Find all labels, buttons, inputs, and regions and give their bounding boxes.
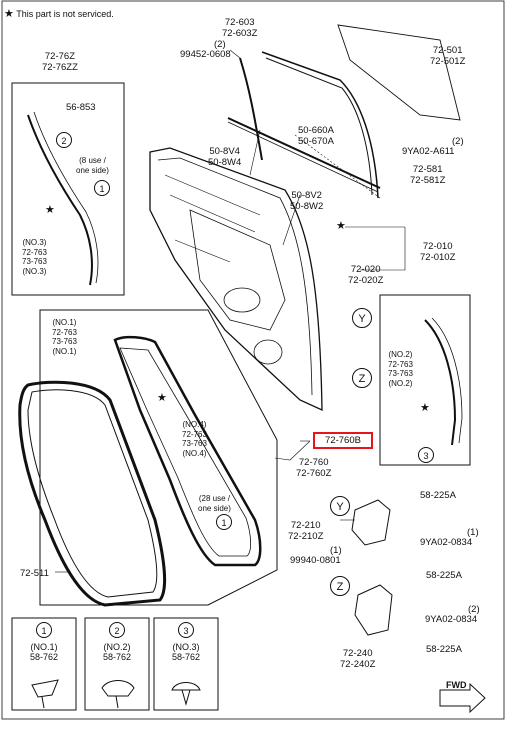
circle-ref-y-door: Y [352, 308, 372, 328]
star-icon: ★ [157, 392, 167, 404]
highlighted-part-callout[interactable]: 72-760B [313, 432, 373, 449]
label-28-use: (28 use /one side) [198, 494, 231, 513]
star-icon: ★ [4, 8, 14, 20]
label-99452-0608: 99452-0608 [180, 49, 231, 60]
circle-ref-1-left: 1 [94, 180, 110, 196]
star-icon: ★ [336, 220, 346, 232]
glass-run-channel-a [239, 57, 263, 161]
note-text: This part is not serviced. [16, 9, 114, 19]
legend-box-2 [84, 617, 150, 711]
label-56-853: 56-853 [66, 102, 96, 113]
circle-ref-1-mid: 1 [216, 514, 232, 530]
label-72-511: 72-511 [20, 568, 49, 579]
label-58-225a-3: 58-225A [426, 644, 462, 655]
label-9ya02-0834-a: 9YA02-0834 [420, 537, 473, 548]
right-sub-box [379, 294, 471, 466]
star-icon: ★ [45, 204, 55, 216]
qty-1-a: (1) [467, 527, 479, 538]
label-58-225a-2: 58-225A [426, 570, 462, 581]
legend-box-1 [11, 617, 77, 711]
weatherstrip-72-511 [18, 380, 167, 607]
belt-molding [227, 117, 381, 189]
left-seal-strip [27, 114, 93, 286]
label-8-use: (8 use /one side) [76, 156, 109, 175]
label-99940-0801: 99940-0801 [290, 555, 341, 566]
qty-2-b: (2) [452, 136, 464, 147]
qty-1-b: (1) [330, 545, 342, 556]
circle-ref-z-hinge: Z [330, 576, 350, 596]
legend-num-1: 1 [36, 622, 52, 638]
circle-ref-y-hinge: Y [330, 496, 350, 516]
fwd-label: FWD [446, 680, 467, 690]
legend-2-text: (NO.2)58-762 [102, 642, 132, 662]
circle-ref-z-door: Z [352, 368, 372, 388]
legend-num-3: 3 [178, 622, 194, 638]
circle-ref-2: 2 [56, 132, 72, 148]
glass-run-channel-c [265, 57, 373, 196]
qty-2-a: (2) [214, 39, 226, 50]
middle-sub-box [39, 309, 278, 606]
fwd-arrow-icon [439, 682, 486, 714]
qty-2-c: (2) [468, 604, 480, 615]
outer-frame [1, 0, 505, 720]
legend-box-3 [153, 617, 219, 711]
glass-run-channel-b [261, 51, 379, 199]
circle-ref-3: 3 [418, 447, 434, 463]
legend-3-text: (NO.3)58-762 [171, 642, 201, 662]
clip-icon-1 [31, 679, 59, 709]
not-serviced-note: ★ This part is not serviced. [4, 7, 114, 20]
upper-hinge [351, 499, 391, 546]
clip-icon-3 [171, 682, 201, 706]
label-58-225a-1: 58-225A [420, 490, 456, 501]
lower-hinge [354, 584, 393, 636]
star-icon: ★ [420, 402, 430, 414]
label-9ya02-0834-b: 9YA02-0834 [425, 614, 478, 625]
legend-num-2: 2 [109, 622, 125, 638]
clip-icon-2 [101, 680, 135, 709]
weatherstrip-72-760 [113, 335, 262, 567]
legend-1-text: (NO.1)58-762 [29, 642, 59, 662]
door-shell [149, 147, 323, 412]
left-sub-box [11, 82, 125, 296]
label-9ya02-a611: 9YA02-A611 [402, 146, 455, 157]
door-glass [337, 24, 461, 121]
right-seal-strip [424, 319, 457, 446]
